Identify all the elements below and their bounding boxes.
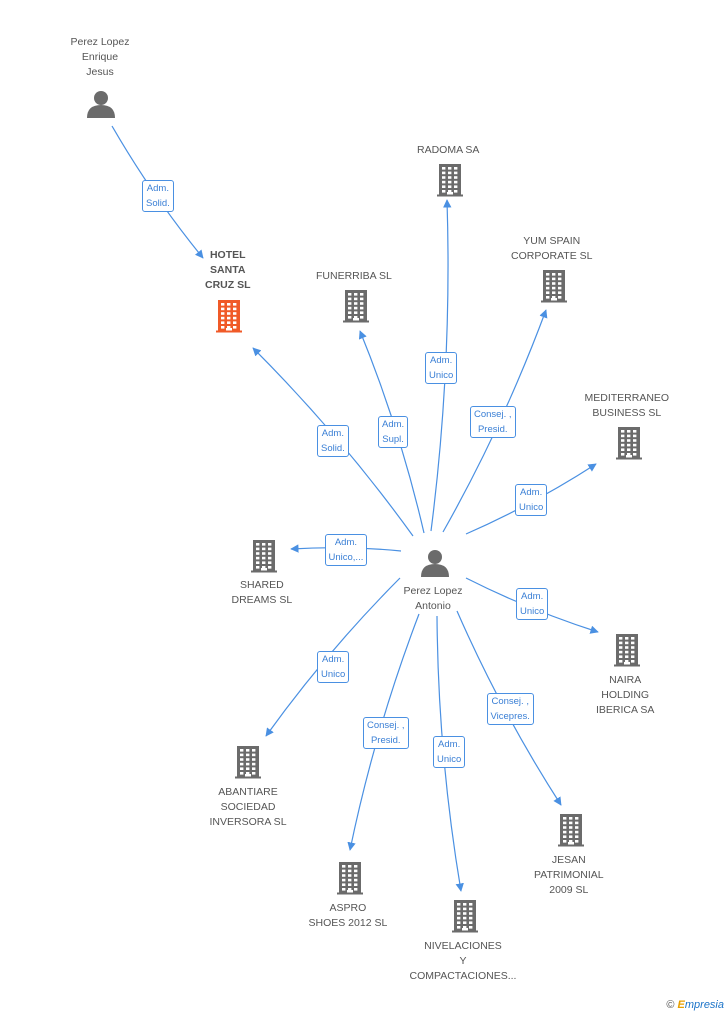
edge-label-line: Adm. <box>520 487 543 498</box>
building-icon[interactable] <box>616 427 642 460</box>
building-icon[interactable] <box>452 900 478 933</box>
edge-label-yum-spain[interactable]: Consej. , Presid. <box>470 406 516 438</box>
node-label-line: RADOMA SA <box>417 144 480 156</box>
node-label-line: Y <box>459 955 467 967</box>
node-label-line: SHOES 2012 SL <box>308 917 388 929</box>
node-label-radoma[interactable]: RADOMA SA <box>417 143 479 158</box>
edge-label-line: Adm. <box>382 419 405 430</box>
building-icon[interactable] <box>437 164 463 197</box>
edge-label-line: Unico <box>437 754 462 765</box>
edge-label-line: Unico,... <box>328 552 364 563</box>
building-icon[interactable] <box>251 540 277 573</box>
person-icon[interactable] <box>421 550 449 577</box>
node-label-line: ABANTIARE <box>218 786 278 798</box>
edge-label-nivelaciones[interactable]: Adm. Unico <box>433 736 466 768</box>
building-icon[interactable] <box>216 300 242 333</box>
node-label-line: SOCIEDAD <box>220 801 276 813</box>
node-label-funerriba[interactable]: FUNERRIBA SL <box>316 269 392 284</box>
node-label-line: CRUZ SL <box>205 279 251 291</box>
node-label-line: 2009 SL <box>549 884 589 896</box>
edge-label-line: Supl. <box>382 434 404 445</box>
edge-label-hotel-santa-cruz[interactable]: Adm. Solid. <box>317 425 349 457</box>
node-label-aspro[interactable]: ASPRO SHOES 2012 SL <box>309 901 388 931</box>
edge-label-line: Consej. , <box>474 409 512 420</box>
edge-label-jesan[interactable]: Consej. , Vicepres. <box>486 693 534 725</box>
edge-label-mediterraneo[interactable]: Adm. Unico <box>515 484 548 516</box>
node-label-line: HOTEL <box>209 249 246 261</box>
node-label-line: SHARED <box>239 579 284 591</box>
edge-label-line: Solid. <box>321 443 345 454</box>
edge-label-funerriba[interactable]: Adm. Supl. <box>378 416 409 448</box>
edge-label-line: Solid. <box>146 198 170 209</box>
edge-label-line: Consej. , <box>491 696 529 707</box>
node-label-line: CORPORATE SL <box>511 250 593 262</box>
node-label-line: Jesus <box>86 66 114 78</box>
brand-name: mpresia <box>684 999 724 1011</box>
person-icon[interactable] <box>87 91 115 118</box>
edge-label-line: Adm. <box>146 183 169 194</box>
node-label-line: YUM SPAIN <box>523 235 581 247</box>
node-label-line: NAIRA <box>609 674 642 686</box>
node-label-abantiare[interactable]: ABANTIARE SOCIEDAD INVERSORA SL <box>210 785 287 830</box>
node-label-line: BUSINESS SL <box>592 407 662 419</box>
building-icon[interactable] <box>614 634 640 667</box>
building-icon[interactable] <box>541 270 567 303</box>
building-icon[interactable] <box>558 814 584 847</box>
node-label-mediterraneo[interactable]: MEDITERRANEO BUSINESS SL <box>585 391 670 421</box>
edge-label-line: Presid. <box>370 735 401 746</box>
edge-label-abantiare[interactable]: Adm. Unico <box>317 651 350 683</box>
node-label-line: DREAMS SL <box>231 594 293 606</box>
node-label-line: Perez Lopez <box>70 36 130 48</box>
edge-label-line: Vicepres. <box>490 711 530 722</box>
edge-label-line: Presid. <box>477 424 508 435</box>
node-label-line: JESAN <box>551 854 586 866</box>
edge-label-line: Adm. <box>322 654 345 665</box>
edge-label-line: Adm. <box>438 739 461 750</box>
building-icon[interactable] <box>235 746 261 779</box>
edge-label-line: Unico <box>429 370 454 381</box>
edge-label-shared-dreams[interactable]: Adm. Unico,... <box>324 534 368 566</box>
edge-label-line: Unico <box>321 669 346 680</box>
edge-label-naira[interactable]: Adm. Unico <box>516 588 549 620</box>
node-label-line: ASPRO <box>329 902 367 914</box>
edge-label-line: Unico <box>520 606 545 617</box>
empresia-logo: ©Empresia <box>666 999 724 1011</box>
edge-label-radoma[interactable]: Adm. Unico <box>425 352 458 384</box>
node-label-naira[interactable]: NAIRA HOLDING IBERICA SA <box>596 673 654 718</box>
node-label-line: HOLDING <box>601 689 650 701</box>
building-icon[interactable] <box>337 862 363 895</box>
node-label-line: Perez Lopez <box>403 585 463 597</box>
node-label-line: INVERSORA SL <box>209 816 287 828</box>
node-label-line: NIVELACIONES <box>424 940 502 952</box>
node-label-yum-spain[interactable]: YUM SPAIN CORPORATE SL <box>511 234 593 264</box>
node-label-line: Antonio <box>415 600 451 612</box>
node-label-line: MEDITERRANEO <box>584 392 670 404</box>
edge-label-hotel-santa-cruz[interactable]: Adm. Solid. <box>142 180 174 212</box>
node-label-shared-dreams[interactable]: SHARED DREAMS SL <box>232 578 293 608</box>
node-label-line: FUNERRIBA SL <box>316 270 392 282</box>
node-label-hotel-santa-cruz[interactable]: HOTEL SANTA CRUZ SL <box>205 248 251 293</box>
node-label-line: PATRIMONIAL <box>534 869 604 881</box>
edge-label-aspro[interactable]: Consej. , Presid. <box>363 717 409 749</box>
brand-initial: E <box>677 999 685 1011</box>
edge-label-line: Adm. <box>521 591 544 602</box>
node-label-nivelaciones[interactable]: NIVELACIONES Y COMPACTACIONES... <box>410 939 517 984</box>
node-label-jesan[interactable]: JESAN PATRIMONIAL 2009 SL <box>534 853 604 898</box>
node-label-line: Enrique <box>81 51 119 63</box>
edge-label-line: Unico <box>519 502 544 513</box>
edge-label-line: Adm. <box>430 355 453 366</box>
node-label-line: IBERICA SA <box>596 704 655 716</box>
edge-label-line: Consej. , <box>367 720 405 731</box>
copyright-symbol: © <box>666 999 675 1011</box>
edge-label-line: Adm. <box>321 428 344 439</box>
edge-label-line: Adm. <box>334 537 358 548</box>
node-label-line: SANTA <box>210 264 246 276</box>
building-icon[interactable] <box>343 290 369 323</box>
node-label-line: COMPACTACIONES... <box>409 970 517 982</box>
